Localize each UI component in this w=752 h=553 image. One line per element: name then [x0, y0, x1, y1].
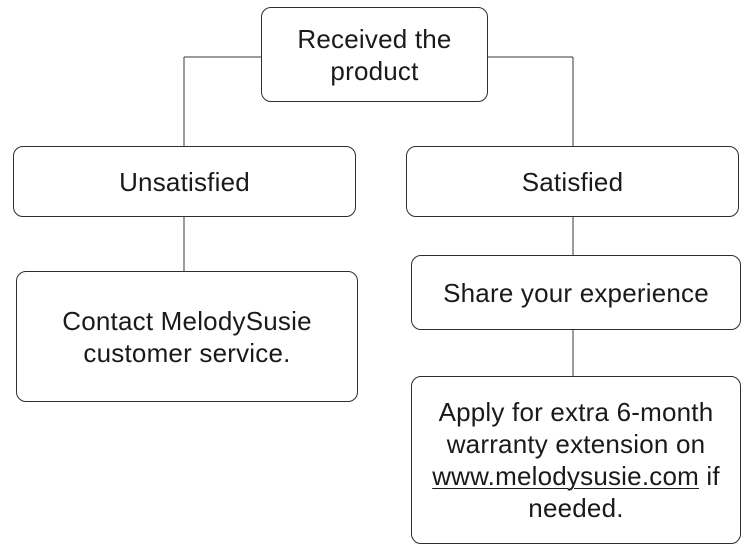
- node-contact-customer-service: Contact MelodySusie customer service.: [16, 271, 358, 402]
- node-received-line1: Received the: [297, 23, 452, 54]
- node-received-line2: product: [330, 55, 419, 86]
- node-share-label: Share your experience: [443, 277, 709, 308]
- node-unsatisfied: Unsatisfied: [13, 146, 356, 217]
- node-satisfied-label: Satisfied: [521, 166, 624, 197]
- melodysusie-website-link[interactable]: www.melodysusie.com: [432, 461, 699, 491]
- node-apply-line4: needed.: [528, 493, 624, 523]
- node-contact-line2: customer service.: [83, 337, 291, 368]
- node-unsatisfied-label: Unsatisfied: [119, 166, 250, 197]
- node-contact-line1: Contact MelodySusie: [62, 305, 312, 336]
- node-apply-line3: www.melodysusie.com if: [432, 460, 720, 492]
- node-share-experience: Share your experience: [411, 255, 741, 330]
- node-apply-after-link: if: [698, 461, 720, 491]
- node-apply-warranty-extension: Apply for extra 6-month warranty extensi…: [411, 376, 741, 544]
- node-apply-line2: warranty extension on: [446, 429, 706, 459]
- node-received-product: Received the product: [261, 7, 488, 102]
- node-apply-line1: Apply for extra 6-month: [438, 397, 714, 427]
- node-satisfied: Satisfied: [406, 146, 739, 217]
